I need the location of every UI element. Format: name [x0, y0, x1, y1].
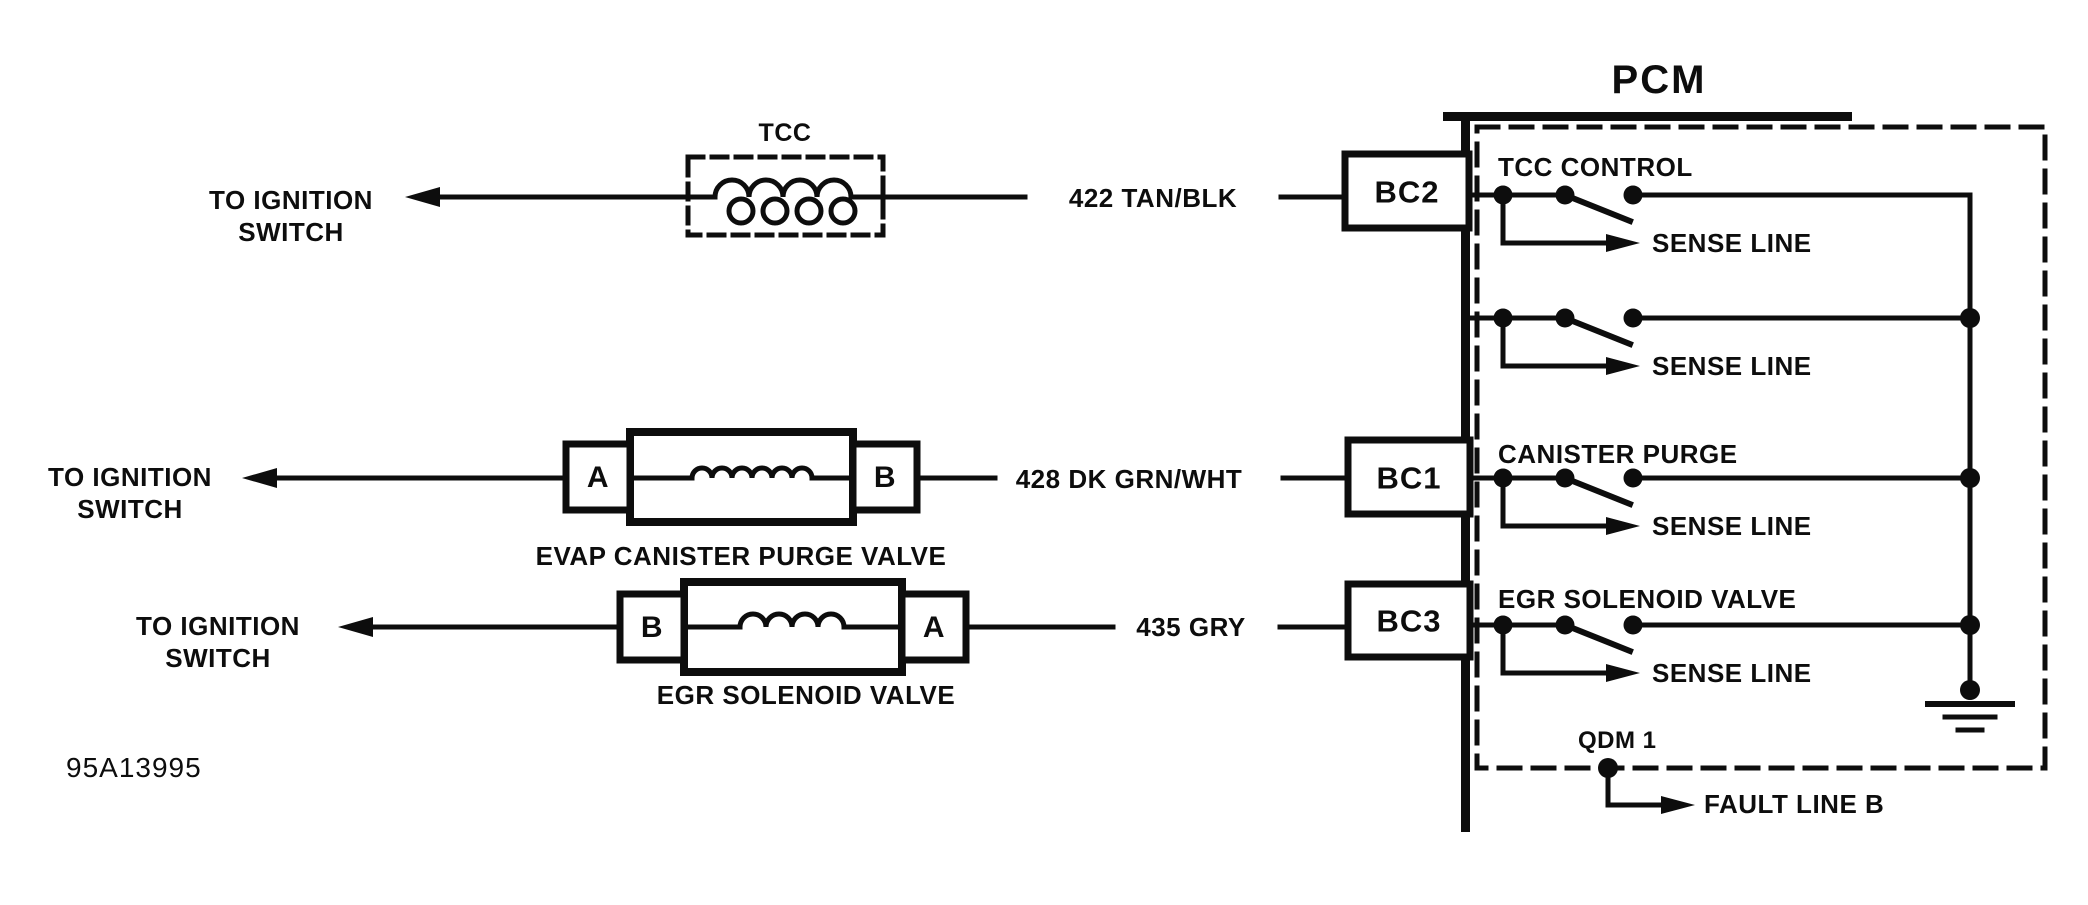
ignition-line2: SWITCH: [77, 494, 183, 524]
channel-label-canister-purge: CANISTER PURGE: [1498, 439, 1738, 469]
pcm-boundary: [1443, 112, 2048, 832]
ignition-line1: TO IGNITION: [136, 611, 300, 641]
pcm-title: PCM: [1611, 58, 1707, 102]
pcm-channel-4: [1467, 615, 1980, 682]
ignition-line1: TO IGNITION: [209, 185, 373, 215]
pcm-channel-3: [1467, 468, 1980, 535]
egr-terminal-b-label: B: [640, 611, 664, 644]
qdm-circuit: [1598, 758, 1695, 814]
right-arrow-icon: [1606, 234, 1640, 252]
channel-label-egr-solenoid: EGR SOLENOID VALVE: [1498, 584, 1797, 614]
bc2-box: [1341, 150, 1473, 232]
evap-circuit-wires: [242, 428, 1353, 526]
ignition-label-egr: TO IGNITION SWITCH: [136, 610, 300, 674]
bc3-box: [1344, 580, 1474, 661]
egr-valve-label: EGR SOLENOID VALVE: [656, 680, 956, 710]
evap-terminal-a-label: A: [586, 461, 610, 494]
right-arrow-icon: [1606, 664, 1640, 682]
left-arrow-icon: [338, 617, 373, 637]
bc2-label: BC2: [1374, 174, 1440, 210]
qdm-label: QDM 1: [1578, 727, 1657, 754]
sense-line-label-2: SENSE LINE: [1652, 351, 1812, 381]
diagram-id-code: 95A13995: [66, 752, 202, 783]
right-arrow-icon: [1606, 517, 1640, 535]
ignition-line2: SWITCH: [165, 643, 271, 673]
channel-label-tcc-control: TCC CONTROL: [1498, 152, 1693, 182]
ignition-line2: SWITCH: [238, 217, 344, 247]
fault-line-label: FAULT LINE B: [1704, 789, 1885, 819]
evap-valve-label: EVAP CANISTER PURGE VALVE: [535, 541, 947, 571]
ignition-label-evap: TO IGNITION SWITCH: [48, 461, 212, 525]
sense-line-label-3: SENSE LINE: [1652, 511, 1812, 541]
tcc-circuit-wires: [405, 154, 1350, 238]
bc3-label: BC3: [1376, 603, 1442, 639]
wire-label-428: 428 DK GRN/WHT: [1015, 464, 1243, 494]
egr-terminal-a-label: A: [922, 611, 946, 644]
ground-icon: [1925, 680, 2015, 733]
sense-line-label-1: SENSE LINE: [1652, 228, 1812, 258]
ignition-line1: TO IGNITION: [48, 462, 212, 492]
pcm-channel-2: [1467, 308, 1980, 375]
egr-circuit-wires: [338, 578, 1353, 676]
left-arrow-icon: [405, 187, 440, 207]
pcm-dashed-box: [1474, 124, 2048, 771]
bc1-box: [1344, 436, 1474, 518]
right-arrow-icon: [1661, 796, 1695, 814]
tcc-label: TCC: [758, 119, 812, 147]
wire-label-422: 422 TAN/BLK: [1068, 183, 1238, 213]
left-arrow-icon: [242, 468, 277, 488]
sense-line-label-4: SENSE LINE: [1652, 658, 1812, 688]
ignition-label-tcc: TO IGNITION SWITCH: [209, 184, 373, 248]
connector-boxes: [1341, 150, 1474, 661]
evap-terminal-b-label: B: [873, 461, 897, 494]
right-arrow-icon: [1606, 357, 1640, 375]
pcm-right-bus: [1925, 192, 2015, 733]
pcm-channel-1: [1467, 185, 1973, 252]
bc1-label: BC1: [1376, 460, 1442, 496]
wire-label-435: 435 GRY: [1136, 612, 1246, 642]
